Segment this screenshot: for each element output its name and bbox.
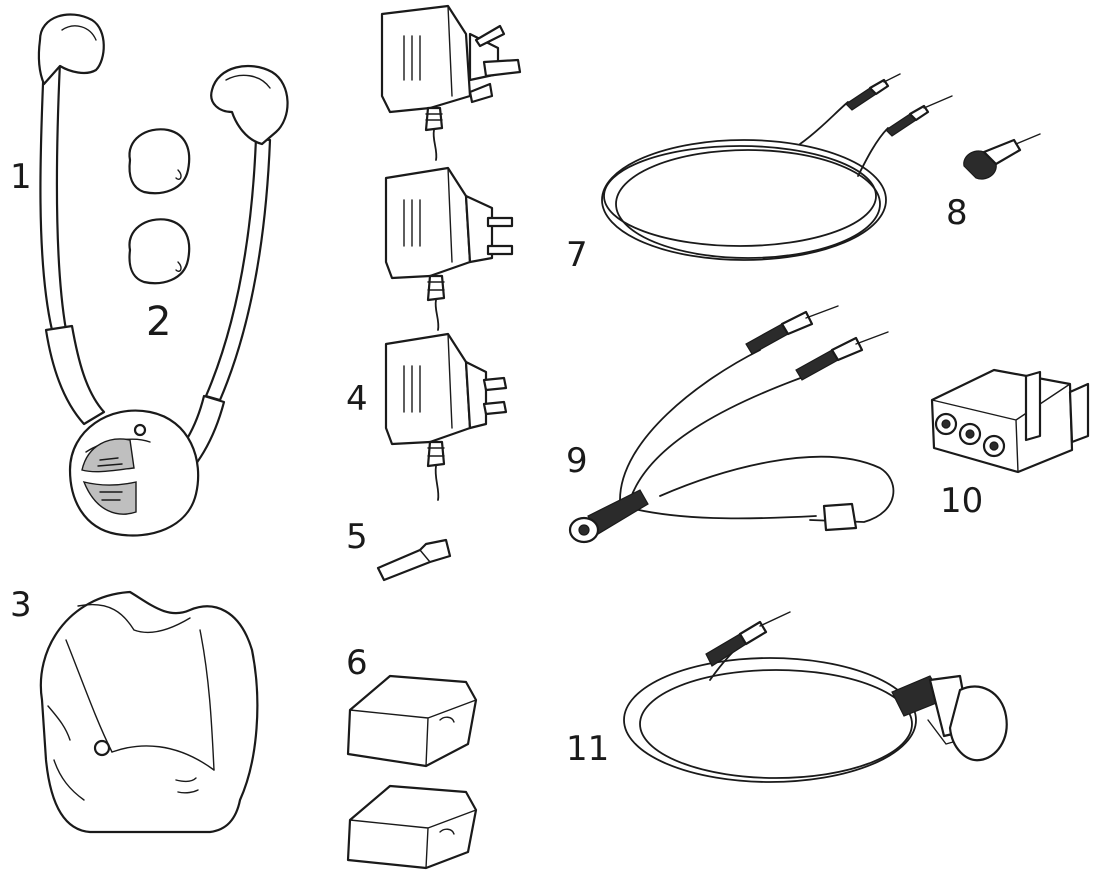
microphone-cable — [623, 611, 1008, 783]
callout-10: 10 — [940, 481, 984, 521]
callout-6: 6 — [346, 643, 368, 683]
jack-cable — [601, 73, 953, 261]
rca-cable — [568, 305, 895, 544]
callout-3: 3 — [10, 585, 32, 625]
callout-11: 11 — [566, 729, 610, 769]
callout-5: 5 — [346, 517, 368, 557]
scart-adapter — [930, 368, 1090, 474]
callout-8: 8 — [946, 193, 968, 233]
power-adapters — [380, 4, 522, 501]
ear-tips — [128, 128, 191, 285]
callout-1: 1 — [10, 157, 32, 197]
charging-base — [39, 590, 259, 834]
jack-adapter — [963, 133, 1041, 180]
stethoscope-headset — [37, 13, 289, 537]
batteries — [346, 674, 478, 870]
key — [376, 538, 452, 582]
callout-4: 4 — [346, 379, 368, 419]
callout-9: 9 — [566, 441, 588, 481]
callout-2: 2 — [146, 299, 172, 345]
callout-7: 7 — [566, 235, 588, 275]
